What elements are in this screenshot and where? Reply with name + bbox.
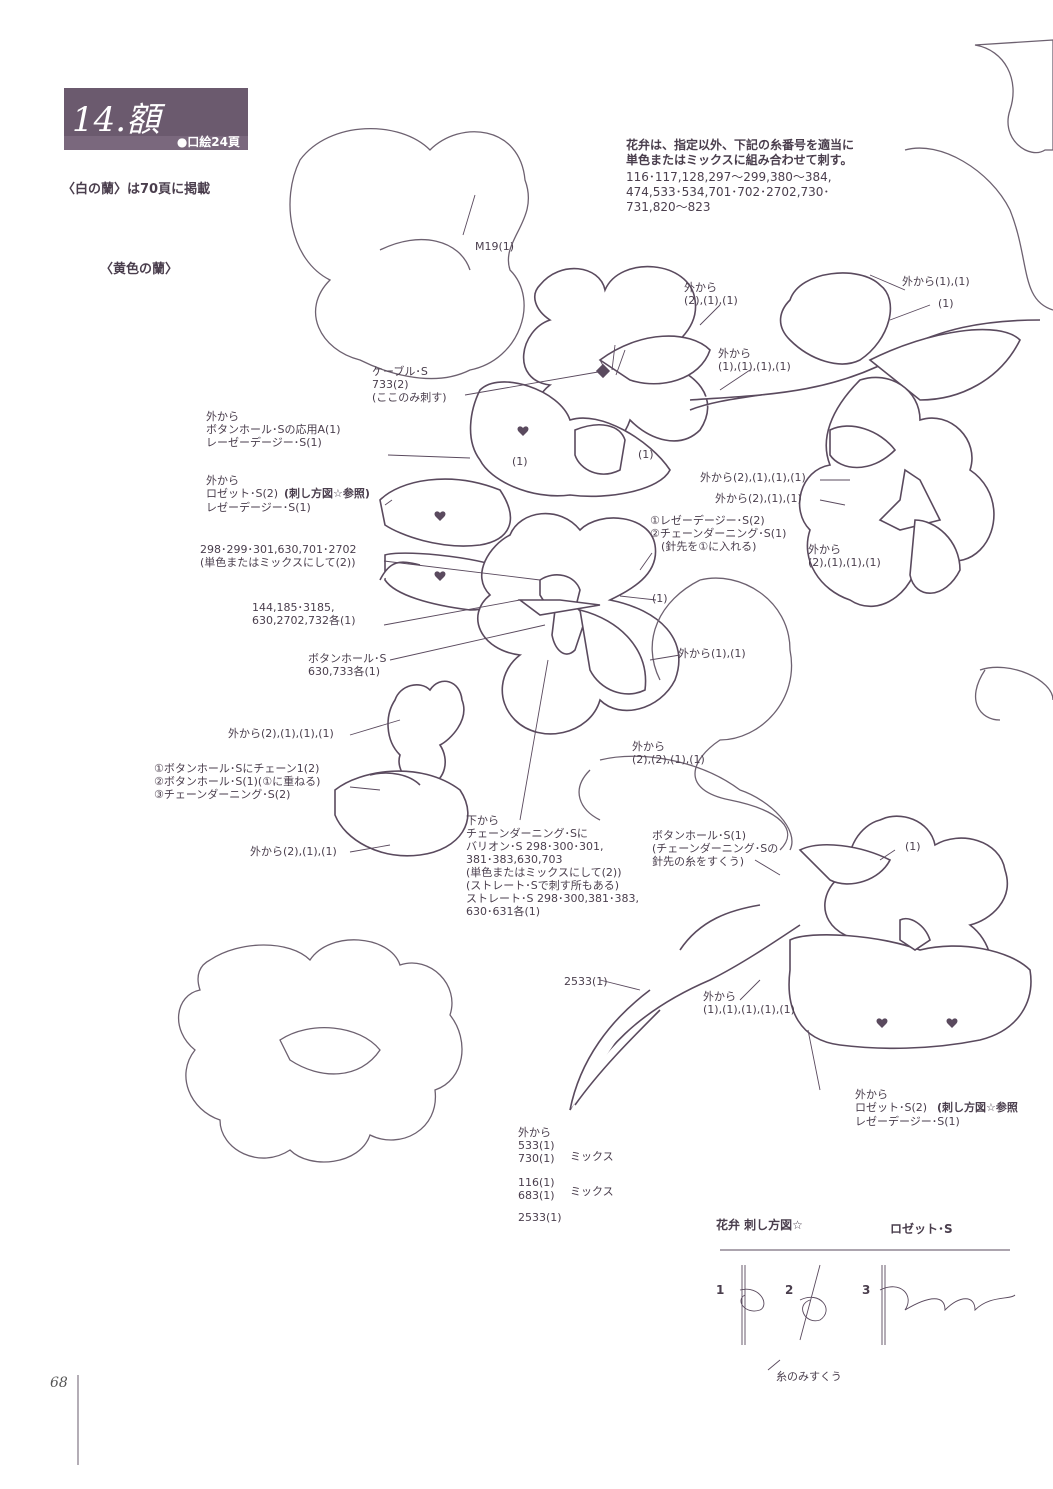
label-out-211: 外から (2),(1),(1) bbox=[684, 281, 738, 307]
heart-mark bbox=[517, 426, 529, 436]
label-bottom-center: 下から チェーンダーニング･Sに バリオン･S 298･300･301, 381… bbox=[466, 814, 639, 918]
label-buttonhole-b: ボタンホール･S 630,733各(1) bbox=[308, 652, 387, 678]
label-one-a: (1) bbox=[938, 297, 954, 310]
title-block: 14.額 ●口絵24頁 bbox=[64, 88, 248, 162]
white-orchid-note: 〈白の蘭〉は70頁に掲載 bbox=[62, 182, 211, 197]
petal-note-numbers: 116･117,128,297〜299,380〜384, 474,533･534… bbox=[626, 170, 832, 214]
faint-outline-right bbox=[974, 666, 1053, 721]
label-rosette-right-pre: 外から ロゼット･S(2) bbox=[855, 1088, 928, 1114]
label-out-211b: 外から(2),(1),(1) bbox=[715, 492, 802, 505]
label-lazy-daisy: ①レゼーデージー･S(2) ②チェーンダーニング･S(1) (針先を①に入れる) bbox=[650, 514, 787, 553]
label-mix-b: ミックス bbox=[570, 1185, 614, 1198]
title-bar: 14.額 bbox=[64, 88, 248, 140]
page-subtitle: ●口絵24頁 bbox=[176, 135, 240, 149]
label-rosette-right-post: レゼーデージー･S(1) bbox=[855, 1115, 960, 1128]
label-rosette-left-pre: 外から ロゼット･S(2) bbox=[206, 474, 279, 500]
leaf-stem bbox=[569, 904, 801, 1111]
center-orchid bbox=[477, 512, 680, 735]
bottom-left-white-orchid bbox=[178, 939, 463, 1163]
petal-outline-topright bbox=[974, 39, 1053, 154]
label-one-e: (1) bbox=[905, 840, 921, 853]
label-one-c: (1) bbox=[638, 448, 654, 461]
page-title: 14.額 bbox=[72, 100, 161, 140]
label-rosette-left-post: レゼーデージー･S(1) bbox=[206, 501, 311, 514]
white-orchid-outline bbox=[289, 127, 530, 380]
top-right-orchid bbox=[689, 272, 1041, 411]
title-subtitle-bar: ●口絵24頁 bbox=[64, 135, 248, 150]
heart-mark bbox=[434, 511, 446, 521]
diagram-rosette-title: ロゼット･S bbox=[890, 1222, 953, 1236]
label-buttonhole-c: ボタンホール･S(1) (チェーンダーニング･Sの 針先の糸をすくう) bbox=[652, 829, 779, 868]
faint-outline-mid bbox=[694, 577, 793, 851]
label-out-11-mid: 外から(1),(1) bbox=[678, 647, 746, 660]
white-orchid-inner bbox=[379, 238, 471, 271]
diagram-step-1: 1 bbox=[716, 1283, 725, 1297]
label-out-2111b: 外から (2),(1),(1),(1) bbox=[808, 543, 881, 569]
label-one-b: (1) bbox=[512, 455, 528, 468]
bottom-right-orchid bbox=[788, 815, 1032, 1050]
small-orchid bbox=[334, 680, 469, 857]
diagram-title: 花弁 刺し方図☆ bbox=[716, 1218, 803, 1232]
label-buttonhole-a: 外から ボタンホール･Sの応用A(1) レーゼーデージー･S(1) bbox=[206, 410, 341, 449]
heart-mark bbox=[434, 571, 446, 581]
right-orchid bbox=[798, 376, 995, 607]
label-leaf-nums-b: 116(1) 683(1) bbox=[518, 1176, 555, 1202]
label-2533: 2533(1) bbox=[564, 975, 608, 988]
label-leaf-nums-a: 外から 533(1) 730(1) bbox=[518, 1126, 555, 1165]
label-out-11111: 外から (1),(1),(1),(1),(1) bbox=[703, 990, 795, 1016]
label-rosette-left-bold: (刺し方図☆参照) bbox=[284, 487, 370, 500]
diagram-step-2: 2 bbox=[785, 1283, 794, 1297]
label-out-2111: 外から(2),(1),(1),(1) bbox=[700, 471, 806, 484]
petal-outline-right bbox=[904, 147, 1053, 311]
label-leaf-nums-c: 2533(1) bbox=[518, 1211, 562, 1224]
left-petals bbox=[379, 478, 514, 611]
label-rosette-right-bold: (刺し方図☆参照 bbox=[937, 1101, 1018, 1114]
label-one-d: (1) bbox=[652, 592, 668, 605]
top-orchid bbox=[469, 265, 711, 498]
label-out-1111: 外から (1),(1),(1),(1) bbox=[718, 347, 791, 373]
faint-outline-lower bbox=[578, 755, 793, 851]
heart-mark bbox=[876, 1018, 888, 1028]
label-out-2111c: 外から(2),(1),(1),(1) bbox=[228, 727, 334, 740]
label-nums-144: 144,185･3185, 630,2702,732各(1) bbox=[252, 601, 356, 627]
page-number: 68 bbox=[50, 1375, 68, 1391]
heart-mark bbox=[946, 1018, 958, 1028]
label-mix-a: ミックス bbox=[570, 1150, 614, 1163]
diagram-step-3: 3 bbox=[862, 1283, 871, 1297]
label-out-2111d: 外から (2),(2),(1),(1) bbox=[632, 740, 705, 766]
label-out-11-top: 外から(1),(1) bbox=[902, 275, 970, 288]
stitch-diagram bbox=[720, 1249, 1016, 1371]
diagram-caption: 糸のみすくう bbox=[776, 1370, 842, 1383]
faint-outline-mid2 bbox=[651, 579, 701, 681]
label-m19: M19(1) bbox=[475, 240, 515, 253]
label-out-211c: 外から(2),(1),(1) bbox=[250, 845, 337, 858]
yellow-orchid-heading: 〈黄色の蘭〉 bbox=[100, 262, 179, 277]
label-nums-298: 298･299･301,630,701･2702 (単色またはミックスにして(2… bbox=[200, 543, 357, 569]
label-steps: ①ボタンホール･Sにチェーン1(2) ②ボタンホール･S(1)(①に重ねる) ③… bbox=[154, 762, 321, 801]
label-cable: ケーブル･S 733(2) (ここのみ刺す) bbox=[372, 365, 447, 404]
petal-note-bold: 花弁は、指定以外、下記の糸番号を適当に 単色またはミックスに組み合わせて刺す。 bbox=[626, 138, 855, 167]
